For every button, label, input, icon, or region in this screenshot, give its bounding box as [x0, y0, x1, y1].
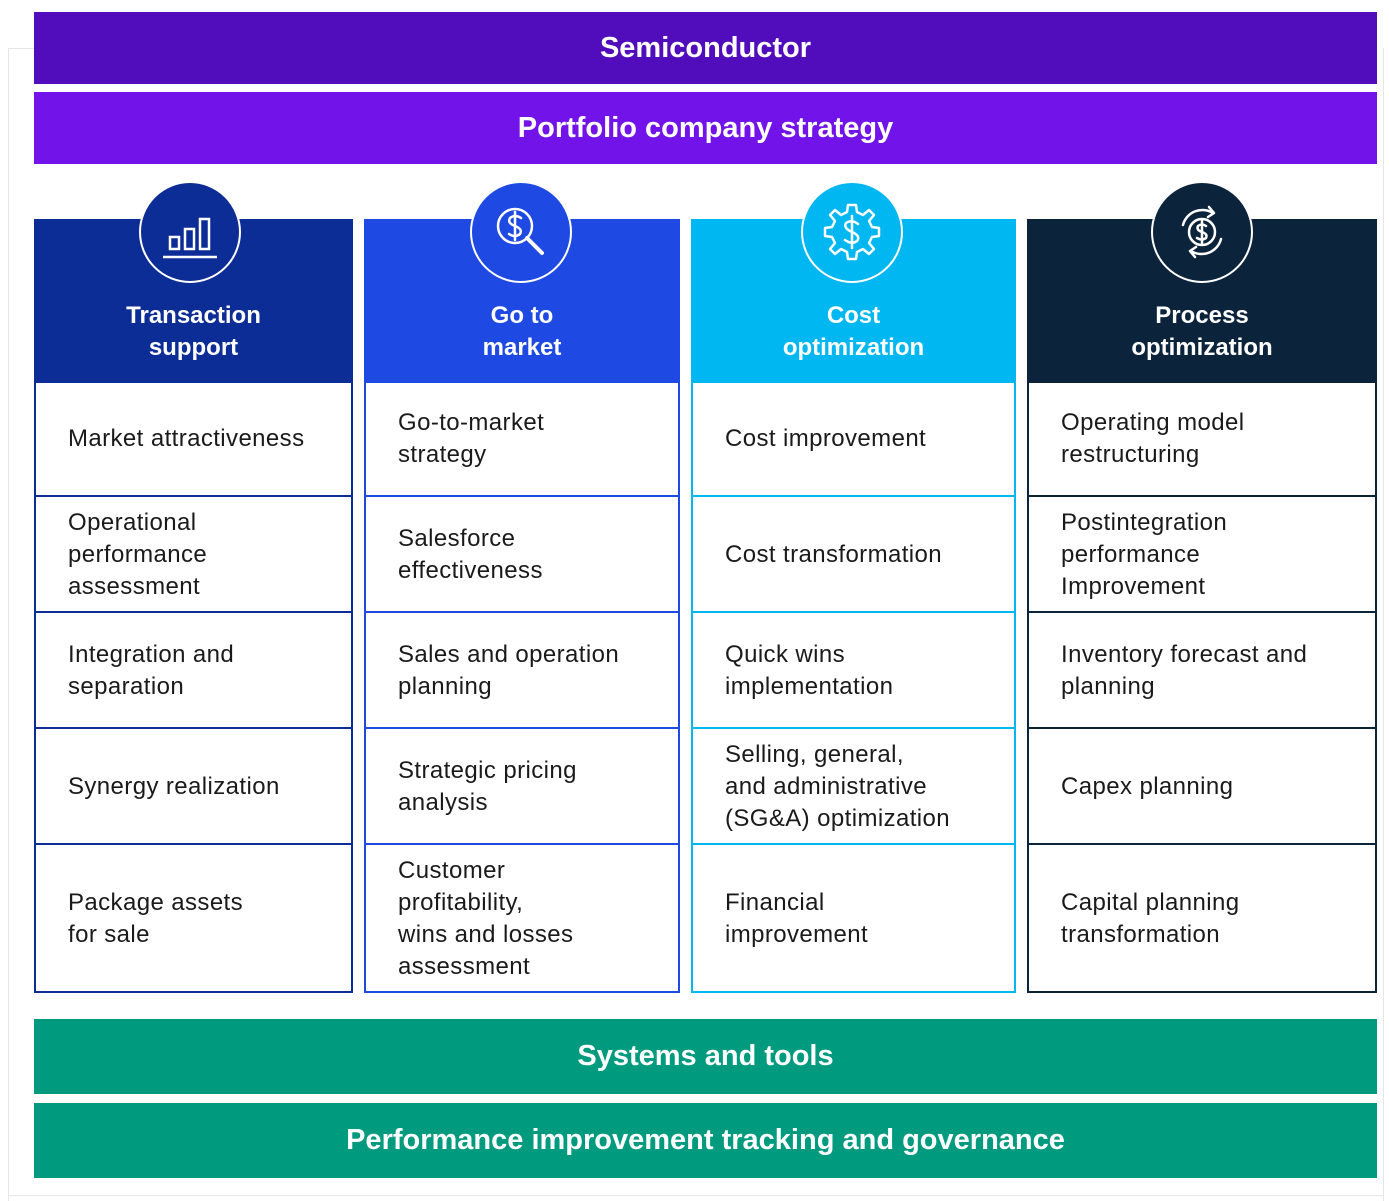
list-item: Capex planning: [1029, 731, 1375, 845]
list-item: Cost transformation: [693, 499, 1014, 613]
frame-line-left: [8, 48, 9, 1201]
column-cells: Cost improvement Cost transformation Qui…: [693, 383, 1014, 991]
semiconductor-title: Semiconductor: [599, 31, 812, 64]
frame-line-right: [1383, 48, 1384, 1201]
list-item: Capital planning transformation: [1061, 889, 1240, 948]
column-process-optimization: Process optimization Operating model res…: [1027, 181, 1377, 993]
column-cells: Market attractiveness Operational perfor…: [36, 383, 351, 991]
frame-line-bottom: [8, 1195, 1384, 1196]
list-item: Operational performance assessment: [36, 499, 351, 613]
portfolio-strategy-title: Portfolio company strategy: [517, 111, 894, 144]
list-item: Postintegration performance Improvement: [1029, 499, 1375, 613]
list-item: Sales and operation planning: [366, 615, 678, 729]
dollar-gear-icon: [801, 181, 903, 283]
systems-tools-title: Systems and tools: [577, 1040, 834, 1072]
frame-line-top: [8, 48, 35, 49]
performance-tracking-title: Performance improvement tracking and gov…: [346, 1124, 1065, 1156]
bar-chart-icon: [139, 181, 241, 283]
column-header: Process optimization: [1029, 221, 1375, 383]
column-title: Process optimization: [1131, 302, 1273, 361]
performance-tracking-banner: Performance improvement tracking and gov…: [34, 1103, 1377, 1178]
list-item: Package assets for sale: [68, 889, 244, 948]
list-item: Financial improvement: [725, 889, 869, 948]
list-item: Cost improvement: [693, 383, 1014, 497]
list-item: Market attractiveness: [36, 383, 351, 497]
list-item: Inventory forecast and planning: [1029, 615, 1375, 729]
systems-tools-banner: Systems and tools: [34, 1019, 1377, 1094]
column-cost-optimization: Cost optimization Cost improvement Cost …: [691, 181, 1016, 993]
list-item: Synergy realization: [36, 731, 351, 845]
portfolio-strategy-banner: Portfolio company strategy: [34, 92, 1377, 164]
column-cells: Go-to-market strategy Salesforce effecti…: [366, 383, 678, 991]
column-transaction-support: Transaction support Market attractivenes…: [34, 181, 353, 993]
column-go-to-market: Go to market Go-to-market strategy Sales…: [364, 181, 680, 993]
list-item: Customer profitability, wins and losses …: [398, 857, 574, 980]
column-title: Cost optimization: [782, 302, 925, 361]
list-item: Selling, general, and administrative (SG…: [693, 731, 1014, 845]
column-title: Transaction support: [126, 302, 261, 361]
dollar-cycle-icon: [1151, 181, 1253, 283]
list-item: Quick wins implementation: [693, 615, 1014, 729]
column-cells: Operating model restructuring Postintegr…: [1029, 383, 1375, 991]
list-item: Go-to-market strategy: [366, 383, 678, 497]
list-item: Integration and separation: [36, 615, 351, 729]
list-item: Strategic pricing analysis: [366, 731, 678, 845]
semiconductor-banner: Semiconductor: [34, 12, 1377, 84]
column-title: Go to market: [482, 302, 562, 361]
list-item: Operating model restructuring: [1029, 383, 1375, 497]
dollar-search-icon: [470, 181, 572, 283]
list-item: Salesforce effectiveness: [366, 499, 678, 613]
